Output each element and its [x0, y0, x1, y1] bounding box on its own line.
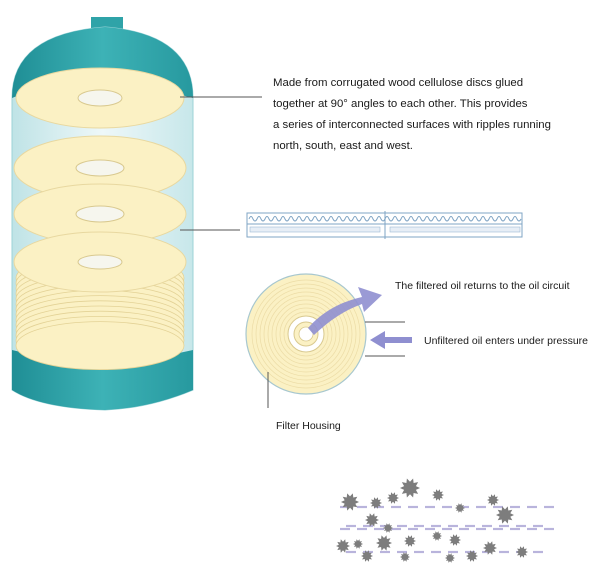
- particle: [483, 541, 497, 555]
- particle: [445, 553, 455, 563]
- particle: [400, 478, 420, 498]
- contaminant-particles: [336, 478, 528, 563]
- disc-ring: [251, 279, 361, 389]
- disc-ring: [259, 287, 353, 381]
- particle: [455, 503, 465, 513]
- disc-ring: [275, 303, 337, 365]
- particle: [466, 550, 478, 562]
- disc-top-view: [245, 273, 367, 395]
- particle: [353, 539, 363, 549]
- unfiltered-oil-label: Unfiltered oil enters under pressure: [424, 335, 589, 347]
- disc-ring: [255, 283, 357, 385]
- description-line-1: Made from corrugated wood cellulose disc…: [273, 77, 524, 89]
- fiber-mesh: [340, 505, 554, 554]
- description-line-4: north, south, east and west.: [273, 140, 413, 152]
- particle: [432, 489, 444, 501]
- particle: [387, 492, 399, 504]
- filter-disc-lower: [13, 183, 187, 245]
- filter-housing-label: Filter Housing: [276, 420, 341, 432]
- filter-canister: [11, 17, 194, 411]
- filter-disc-middle: [13, 135, 187, 201]
- particle: [383, 523, 393, 533]
- particle: [376, 535, 392, 551]
- particle: [496, 506, 514, 524]
- particle: [432, 531, 442, 541]
- description-line-2: together at 90° angles to each other. Th…: [273, 98, 528, 110]
- unfiltered-oil-arrow: [370, 331, 412, 349]
- stacked-disc: [15, 321, 185, 371]
- filter-disc-bottom: [13, 231, 187, 293]
- disc-ring: [283, 311, 329, 357]
- particle: [516, 546, 528, 558]
- particle: [341, 493, 359, 511]
- disc-ring: [267, 295, 345, 373]
- description-line-3: a series of interconnected surfaces with…: [273, 119, 551, 131]
- particle: [400, 552, 410, 562]
- particle: [370, 497, 382, 509]
- disc-ring: [263, 291, 349, 377]
- particle: [404, 535, 416, 547]
- particle: [336, 539, 350, 553]
- disc-cross-section: [246, 211, 523, 239]
- particle: [487, 494, 499, 506]
- inlet-pipe: [365, 321, 405, 357]
- filter-disc-top: [15, 67, 185, 129]
- disc-ring: [271, 299, 341, 369]
- disc-description: Made from corrugated wood cellulose disc…: [273, 73, 593, 157]
- filtered-oil-label: The filtered oil returns to the oil circ…: [395, 280, 570, 292]
- filtered-oil-arrow: [308, 287, 382, 335]
- disc-ring: [279, 307, 333, 361]
- particle: [365, 513, 379, 527]
- particle: [449, 534, 461, 546]
- particle: [361, 550, 373, 562]
